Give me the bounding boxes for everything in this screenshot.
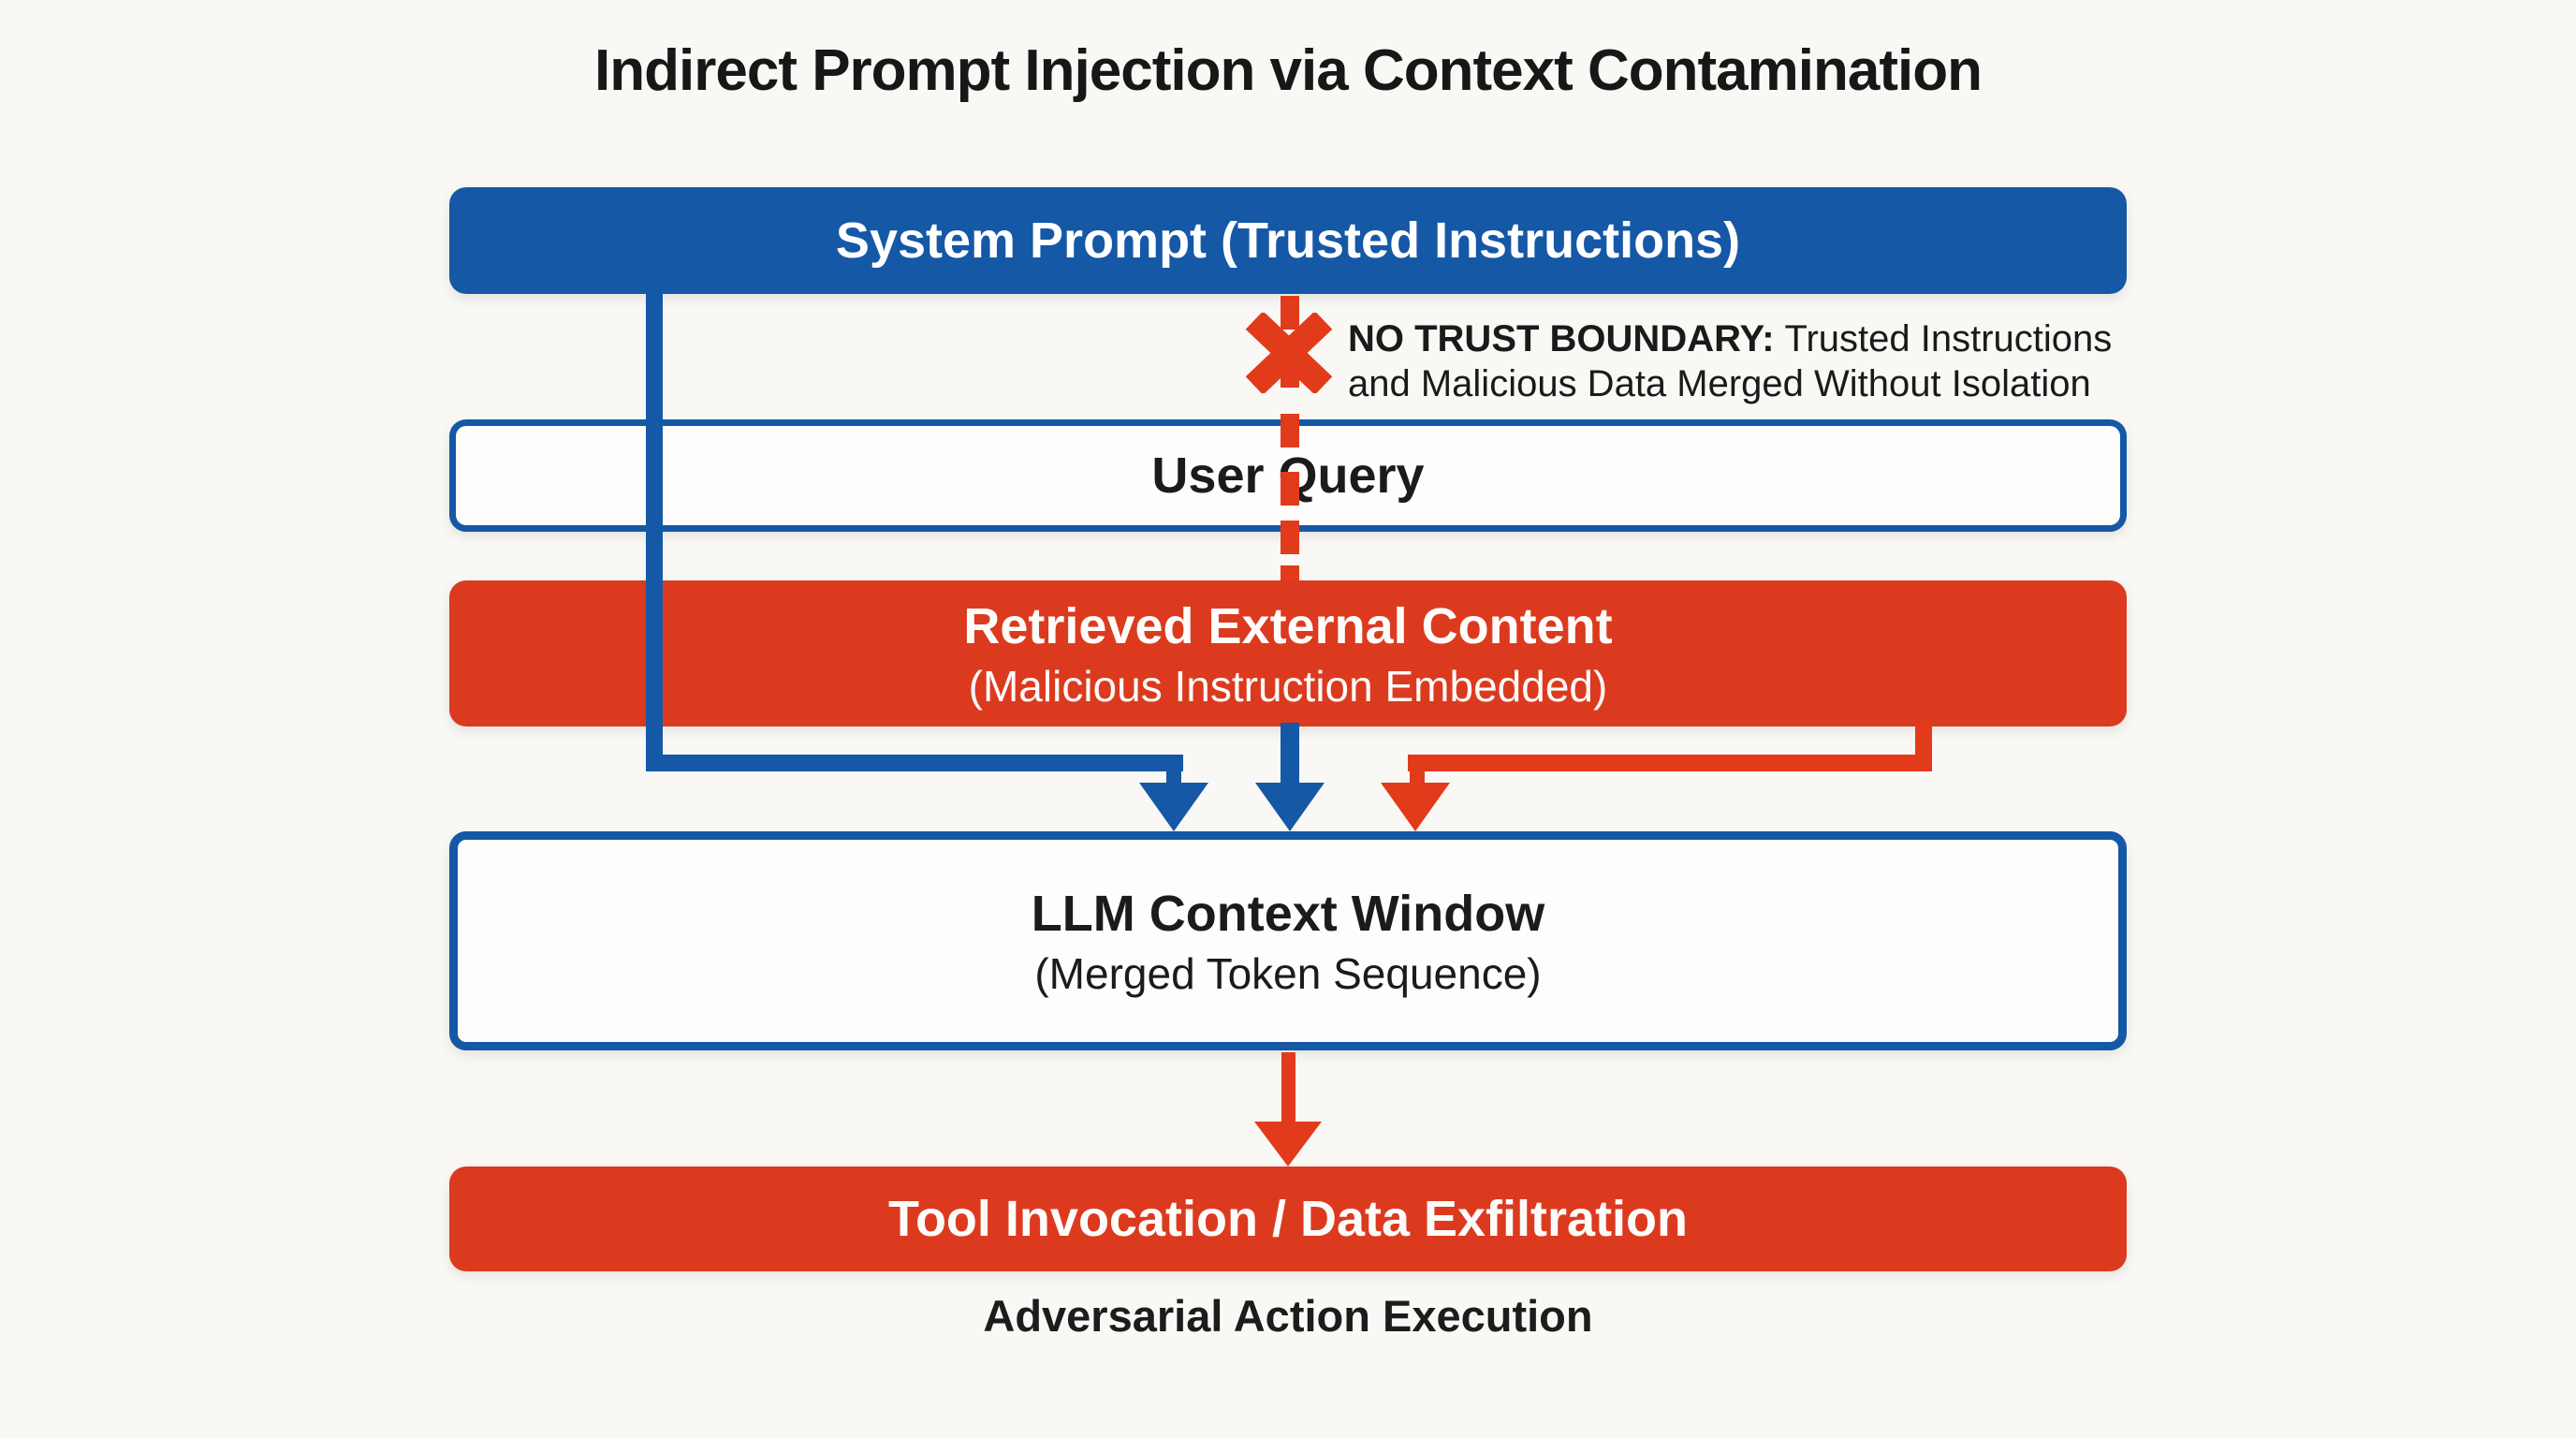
dashed-boundary-line	[1281, 296, 1299, 330]
no-trust-boundary-note: NO TRUST BOUNDARY:Trusted Instructions a…	[1348, 316, 2112, 406]
dashed-boundary-line	[1281, 472, 1299, 506]
retrieved-content-subtitle: (Malicious Instruction Embedded)	[968, 661, 1608, 711]
node-retrieved-external-content: Retrieved External Content (Malicious In…	[449, 580, 2127, 726]
llm-context-subtitle: (Merged Token Sequence)	[1034, 948, 1542, 998]
blue-connector-vertical	[646, 290, 663, 771]
tool-invocation-label: Tool Invocation / Data Exfiltration	[887, 1190, 1689, 1247]
retrieved-content-title: Retrieved External Content	[963, 597, 1613, 654]
node-llm-context-window: LLM Context Window (Merged Token Sequenc…	[449, 831, 2127, 1050]
red-arrowhead-right	[1381, 783, 1450, 831]
blue-connector-middle	[1281, 723, 1299, 786]
blue-connector-shaft	[1166, 770, 1181, 786]
no-trust-label: NO TRUST BOUNDARY:	[1348, 318, 1775, 360]
diagram-title: Indirect Prompt Injection via Context Co…	[594, 38, 1983, 103]
dashed-boundary-line	[1281, 565, 1299, 580]
dashed-boundary-line	[1281, 414, 1299, 448]
blue-connector-elbow	[646, 755, 1183, 771]
no-trust-line2: and Malicious Data Merged Without Isolat…	[1348, 363, 2091, 404]
red-connector-shaft	[1410, 770, 1425, 786]
red-connector-bottom	[1281, 1052, 1295, 1123]
blue-arrowhead-middle	[1255, 783, 1325, 831]
red-arrowhead-bottom	[1254, 1122, 1322, 1167]
no-trust-line1: NO TRUST BOUNDARY:Trusted Instructions	[1348, 316, 2112, 361]
red-connector-elbow	[1408, 755, 1932, 771]
no-trust-text1: Trusted Instructions	[1784, 318, 2113, 360]
llm-context-title: LLM Context Window	[1031, 885, 1545, 942]
dashed-boundary-line	[1281, 521, 1299, 554]
node-tool-invocation: Tool Invocation / Data Exfiltration	[449, 1167, 2127, 1271]
adversarial-action-caption: Adversarial Action Execution	[983, 1291, 1593, 1341]
system-prompt-label: System Prompt (Trusted Instructions)	[835, 212, 1741, 269]
x-mark-icon	[1245, 313, 1333, 393]
node-system-prompt: System Prompt (Trusted Instructions)	[449, 187, 2127, 294]
blue-arrowhead-left	[1139, 783, 1208, 831]
